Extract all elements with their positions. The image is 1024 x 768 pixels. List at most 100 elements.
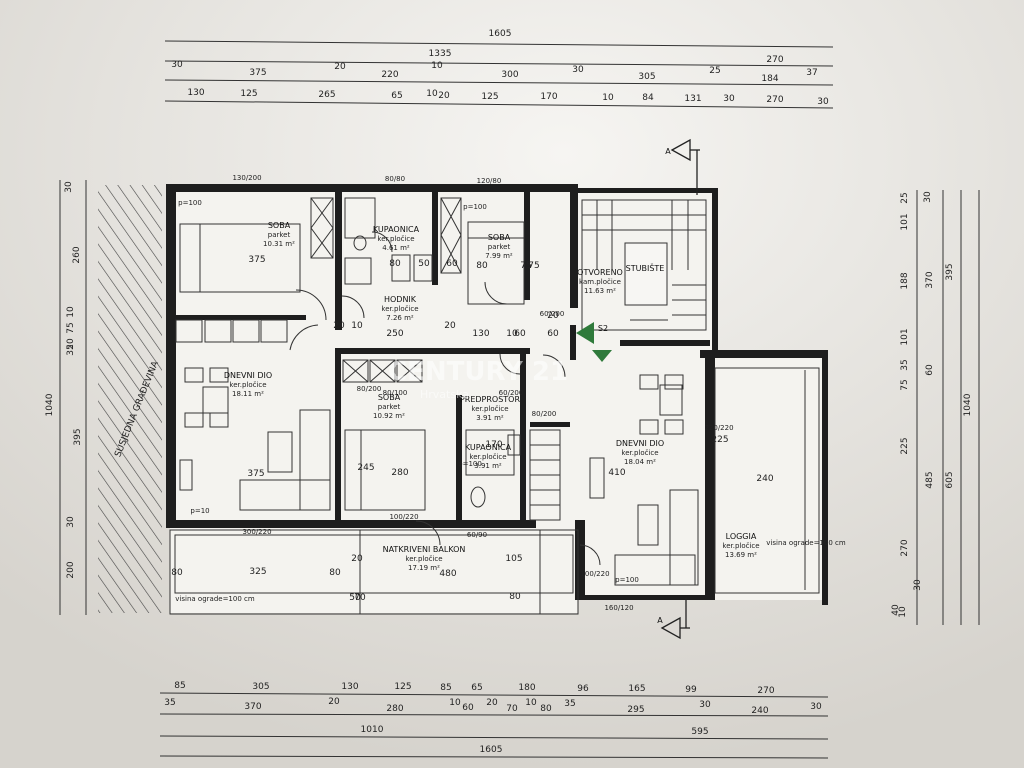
watermark-sub: Hrvatska [420, 388, 469, 401]
dimension-label: 270 [757, 686, 774, 696]
dimension-label: 60 [462, 703, 474, 713]
dimension-label: 85 [174, 681, 185, 691]
dimension-label: 265 [318, 90, 335, 100]
dimension-label: 80 [171, 568, 183, 578]
opening-label: p=100 [615, 576, 639, 584]
dimension-label: 10 [602, 93, 614, 103]
plan-note: S2 [598, 324, 608, 333]
dimension-label: 10 [525, 698, 537, 708]
dimension-label: 188 [900, 272, 910, 289]
dimension-label: 65 [391, 91, 402, 101]
room-sub: parket [488, 243, 511, 251]
room-name: KUPAONICA [373, 225, 420, 234]
room-area: 3.91 m² [476, 414, 504, 422]
dimension-label: 10 [66, 306, 76, 318]
dimension-label: 270 [766, 95, 783, 105]
dimension-label: 10 [351, 321, 363, 331]
dimension-label: 25 [709, 66, 720, 76]
dimension-label: 30 [810, 702, 822, 712]
left-dimension-lines [59, 180, 87, 615]
dimension-label: 270 [900, 539, 910, 556]
neighbour-building-hatch [98, 185, 162, 613]
opening-label: 160/120 [604, 604, 633, 612]
dimension-label: 35 [900, 359, 910, 370]
dimension-label: 20 [328, 697, 340, 707]
opening-label: p=100 [178, 199, 202, 207]
dimension-label: 35 [164, 698, 175, 708]
dimension-label: 184 [761, 74, 778, 84]
dimension-label: 170 [485, 440, 502, 450]
bottom-dimension-lines [159, 692, 829, 759]
dimension-label: 30 [817, 97, 829, 107]
room-sub: kam.pločice [579, 278, 621, 286]
dimension-label: 125 [481, 92, 498, 102]
dimension-label: 10 [449, 698, 461, 708]
balcony-outline [169, 529, 579, 615]
dimension-label: 270 [766, 55, 783, 65]
room-sub: ker.pločice [405, 555, 442, 563]
right-dimension-labels: 2510118810135752252704010303706048530395… [891, 191, 973, 618]
loggia-outline [714, 367, 820, 594]
living-furniture [179, 367, 699, 586]
dimension-label: 50 [349, 593, 361, 603]
dimension-label: 30 [699, 700, 711, 710]
room-sub: ker.pločice [471, 405, 508, 413]
dimension-label: 20 [66, 338, 76, 350]
dimension-label: 40 [891, 604, 901, 616]
room-name: SOBA [268, 221, 291, 230]
dimension-label: 280 [391, 468, 408, 478]
right-dimension-lines [916, 190, 980, 625]
room-name: SOBA [488, 233, 511, 242]
dimension-label: 260 [72, 246, 82, 263]
dimension-label: 70 [354, 593, 366, 603]
dimension-label: 225 [711, 435, 728, 445]
dimension-label: 485 [925, 471, 935, 488]
dimension-label: 60 [925, 364, 935, 376]
opening-label: 220/220 [704, 424, 733, 432]
dimension-label: 480 [439, 569, 456, 579]
dimension-label: 395 [73, 428, 83, 445]
dimension-label: 130 [472, 329, 489, 339]
room-area: 17.19 m² [408, 564, 440, 572]
opening-label: 300/220 [242, 528, 271, 536]
dimension-label: 80 [329, 568, 341, 578]
opening-label: 80/200 [532, 410, 557, 418]
dimension-label: 300 [501, 70, 518, 80]
dimension-label: 80 [509, 592, 521, 602]
room-sub: ker.pločice [377, 235, 414, 243]
dimension-label: 80 [476, 261, 488, 271]
opening-label: 60/90 [467, 531, 487, 539]
plan-note: visina ograde=100 cm [175, 595, 255, 603]
plan-note: A [665, 147, 671, 156]
dimension-label: 131 [684, 94, 701, 104]
room-area: 4.61 m² [382, 244, 410, 252]
dimension-label: 20 [333, 321, 345, 331]
dimension-label: 305 [638, 72, 655, 82]
room-sub: parket [378, 403, 401, 411]
dimension-label: 65 [471, 683, 482, 693]
dimension-label: 60 [547, 329, 559, 339]
opening-label: 80/200 [357, 385, 382, 393]
dimension-label: 375 [248, 255, 265, 265]
room-area: 10.31 m² [263, 240, 295, 248]
dimension-label: 165 [628, 684, 645, 694]
dimension-label: 10 [898, 606, 908, 618]
dimension-label: 1605 [480, 745, 503, 755]
dimension-label: 375 [247, 469, 264, 479]
opening-label: 120/80 [477, 177, 502, 185]
dimension-label: 605 [945, 471, 955, 488]
dimension-label: 1335 [429, 49, 452, 59]
dimension-label: 75 [900, 379, 910, 390]
dimension-label: 325 [249, 567, 266, 577]
dimension-label: 30 [171, 60, 183, 70]
room-sub: ker.pločice [621, 449, 658, 457]
dimension-label: 410 [608, 468, 625, 478]
